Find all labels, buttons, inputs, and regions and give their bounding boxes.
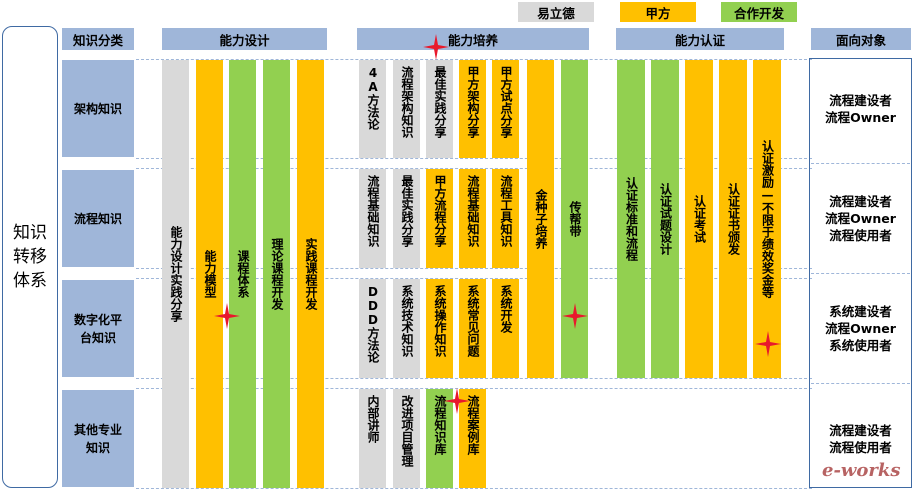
training-cell: 流程基础知识 bbox=[359, 169, 386, 268]
row-divider bbox=[136, 378, 812, 379]
header-training: 能力培养 bbox=[357, 28, 589, 50]
audience-panel bbox=[809, 58, 912, 488]
cert-col-2: 认证试题设计 bbox=[651, 60, 679, 378]
training-cell: 最佳实践分享 bbox=[426, 60, 453, 158]
cert-col-label: 认证考试 bbox=[692, 195, 707, 243]
star-icon bbox=[423, 34, 449, 60]
cert-col-label: 认证试题设计 bbox=[658, 183, 673, 255]
cert-col-label: 认证标准和流程 bbox=[624, 177, 639, 261]
header-audience: 面向对象 bbox=[811, 28, 911, 50]
training-cell: 4A方法论 bbox=[359, 60, 386, 158]
cell-text: 甲方试点分享 bbox=[499, 66, 513, 138]
design-col-5: 实践课程开发 bbox=[297, 60, 324, 488]
cell-text: 系统常见问题 bbox=[466, 285, 480, 357]
cell-text: 最佳实践分享 bbox=[433, 66, 447, 138]
cell-text: DDD方法论 bbox=[366, 285, 380, 363]
row-divider bbox=[136, 158, 812, 159]
row-divider bbox=[136, 488, 812, 489]
audience-digital: 系统建设者 流程Owner 系统使用者 bbox=[811, 280, 910, 377]
training-cell: 甲方架构分享 bbox=[459, 60, 486, 158]
training-cell: DDD方法论 bbox=[359, 279, 386, 378]
left-label: 知识转移体系 bbox=[13, 223, 47, 291]
training-cell: 系统技术知识 bbox=[393, 279, 420, 378]
cell-text: 最佳实践分享 bbox=[400, 175, 414, 247]
legend-green: 合作开发 bbox=[721, 2, 797, 22]
training-cell: 改进项目管理 bbox=[393, 389, 420, 488]
star-icon bbox=[562, 303, 588, 329]
row-divider bbox=[136, 388, 812, 389]
training-col-mentor: 传帮带 bbox=[561, 60, 588, 378]
cell-text: 流程架构知识 bbox=[400, 66, 414, 138]
design-col-3: 课程体系 bbox=[229, 60, 256, 488]
row-divider bbox=[136, 168, 812, 169]
training-cell: 系统操作知识 bbox=[426, 279, 453, 378]
cell-text: 内部讲师 bbox=[366, 395, 380, 443]
legend-gray: 易立德 bbox=[518, 2, 594, 22]
training-cell: 最佳实践分享 bbox=[393, 169, 420, 268]
audience-divider bbox=[811, 273, 910, 274]
design-col-1: 能力设计实践分享 bbox=[162, 60, 189, 488]
training-cell: 甲方流程分享 bbox=[426, 169, 453, 268]
training-cell: 甲方试点分享 bbox=[492, 60, 519, 158]
design-col-label: 实践课程开发 bbox=[304, 238, 318, 310]
audience-divider bbox=[811, 383, 910, 384]
star-icon bbox=[755, 331, 781, 357]
design-col-label: 理论课程开发 bbox=[270, 238, 284, 310]
cell-text: 系统技术知识 bbox=[400, 285, 414, 357]
audience-other: 流程建设者 流程使用者 bbox=[811, 390, 910, 487]
training-col-label: 金种子培养 bbox=[534, 189, 548, 249]
star-icon bbox=[214, 303, 240, 329]
design-col-4: 理论课程开发 bbox=[263, 60, 290, 488]
audience-divider bbox=[811, 163, 910, 164]
audience-architecture: 流程建设者 流程Owner bbox=[811, 60, 910, 157]
cert-col-1: 认证标准和流程 bbox=[617, 60, 645, 378]
cell-text: 系统开发 bbox=[499, 285, 513, 333]
row-label-process: 流程知识 bbox=[62, 170, 134, 267]
cell-text: 流程基础知识 bbox=[466, 175, 480, 247]
cell-text: 4A方法论 bbox=[366, 66, 380, 130]
cell-text: 甲方流程分享 bbox=[433, 175, 447, 247]
training-cell: 流程架构知识 bbox=[393, 60, 420, 158]
cert-col-4: 认证证书颁发 bbox=[719, 60, 747, 378]
header-cert: 能力认证 bbox=[616, 28, 784, 50]
star-icon bbox=[444, 388, 470, 414]
training-cell: 流程工具知识 bbox=[492, 169, 519, 268]
cell-text: 流程案例库 bbox=[466, 395, 480, 455]
watermark-logo: e-works bbox=[822, 460, 901, 481]
header-category: 知识分类 bbox=[62, 28, 134, 50]
cert-col-3: 认证考试 bbox=[685, 60, 713, 378]
header-design: 能力设计 bbox=[162, 28, 327, 50]
row-label-digital: 数字化平台知识 bbox=[62, 280, 134, 377]
training-cell: 流程案例库 bbox=[459, 389, 486, 488]
training-cell: 系统开发 bbox=[492, 279, 519, 378]
cell-text: 流程基础知识 bbox=[366, 175, 380, 247]
training-col-seed: 金种子培养 bbox=[527, 60, 554, 378]
training-col-label: 传帮带 bbox=[568, 201, 582, 237]
training-cell: 系统常见问题 bbox=[459, 279, 486, 378]
legend-orange: 甲方 bbox=[620, 2, 696, 22]
design-col-label: 课程体系 bbox=[236, 250, 250, 298]
row-divider bbox=[136, 268, 812, 269]
training-cell: 流程基础知识 bbox=[459, 169, 486, 268]
cert-col-5: 认证激励—不限于绩效奖金等 bbox=[753, 60, 781, 378]
training-cell: 内部讲师 bbox=[359, 389, 386, 488]
design-col-label: 能力模型 bbox=[203, 250, 217, 298]
cert-col-label: 认证激励—不限于绩效奖金等 bbox=[760, 140, 775, 298]
design-col-2: 能力模型 bbox=[196, 60, 223, 488]
design-col-label: 能力设计实践分享 bbox=[169, 226, 183, 322]
row-label-other: 其他专业知识 bbox=[62, 390, 134, 487]
cert-col-label: 认证证书颁发 bbox=[726, 183, 741, 255]
row-divider bbox=[136, 278, 812, 279]
training-cell: 流程知识库 bbox=[426, 389, 453, 488]
cell-text: 流程知识库 bbox=[433, 395, 447, 455]
row-label-architecture: 架构知识 bbox=[62, 60, 134, 157]
row-divider bbox=[136, 59, 812, 60]
audience-process: 流程建设者 流程Owner 流程使用者 bbox=[811, 170, 910, 267]
cell-text: 甲方架构分享 bbox=[466, 66, 480, 138]
left-label-box: 知识转移体系 bbox=[2, 26, 58, 488]
cell-text: 系统操作知识 bbox=[433, 285, 447, 357]
cell-text: 流程工具知识 bbox=[499, 175, 513, 247]
cell-text: 改进项目管理 bbox=[400, 395, 414, 467]
